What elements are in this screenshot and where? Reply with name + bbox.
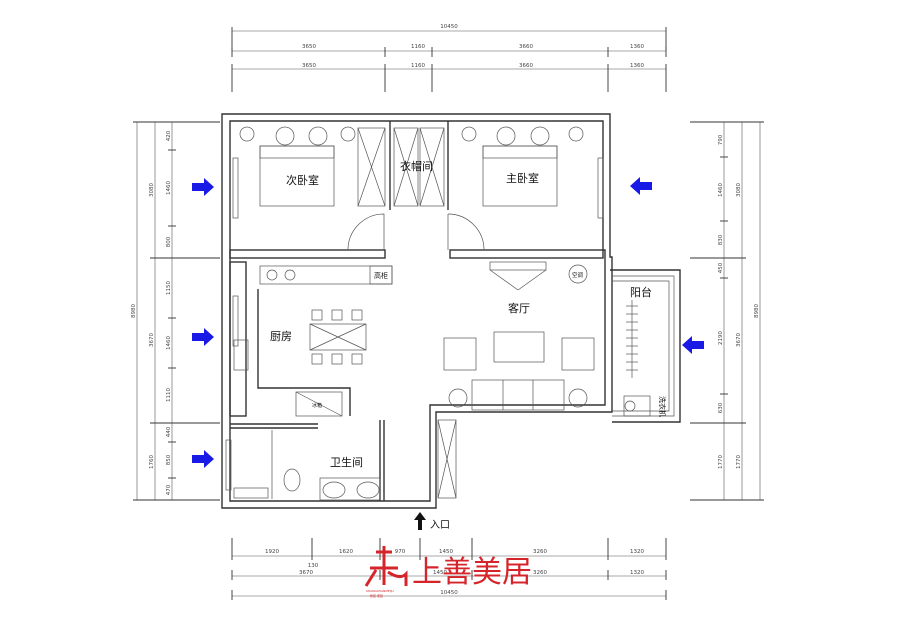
dim-bottom-r1-a: 1920 <box>265 549 279 555</box>
dim-bottom-r2-a: 3670 <box>299 570 313 576</box>
dim-right-r1-d: 450 <box>718 262 724 273</box>
dim-left-r1-f: 1110 <box>166 388 172 402</box>
dim-left-r1-i: 470 <box>166 484 172 495</box>
dim-left-r2-b: 3670 <box>149 333 155 347</box>
dim-left-r1-h: 850 <box>166 454 172 465</box>
label-fridge: 冰箱 <box>312 402 322 409</box>
dim-bottom-r1-d: 1450 <box>439 549 453 555</box>
basin <box>322 481 346 499</box>
dim-right-r1-c: 830 <box>718 234 724 245</box>
armchair <box>443 337 477 371</box>
dim-top-r1-c: 3660 <box>519 44 533 50</box>
dim-right-r1-a: 790 <box>718 134 724 145</box>
dim-right-r1-b: 1460 <box>718 183 724 197</box>
interior-walls <box>229 121 604 501</box>
stove-icon <box>266 269 278 281</box>
lamp-icon <box>461 126 477 142</box>
stove-icon <box>284 269 296 281</box>
brand-romanized: SHANGSHANMEIJU <box>366 589 394 593</box>
tea-table <box>493 331 545 363</box>
dim-top-r1-b: 1160 <box>411 44 425 50</box>
label-wardrobe: 衣帽间 <box>400 159 433 173</box>
dim-left-r1-d: 1150 <box>166 281 172 295</box>
room-labels: 次卧室 衣帽间 主卧室 高柜 厨房 客厅 阳台 空调 洗衣机 冰箱 卫生间 入口 <box>270 159 667 531</box>
dim-bottom-r2-d: 1320 <box>630 570 644 576</box>
dim-left-r2-c: 1760 <box>149 455 155 469</box>
brand-name: 上善美居 <box>412 555 532 590</box>
dim-bottom-r1-c: 970 <box>395 549 406 555</box>
lamp-icon <box>340 126 356 142</box>
dim-left-r1-e: 1460 <box>166 336 172 350</box>
dim-left-r1-g: 440 <box>166 426 172 437</box>
doors <box>347 213 485 251</box>
sofa <box>471 379 565 411</box>
label-second-bedroom: 次卧室 <box>286 173 319 187</box>
label-living-room: 客厅 <box>508 301 530 315</box>
dim-left-r2-a: 3080 <box>149 183 155 197</box>
label-balcony: 阳台 <box>630 285 652 299</box>
right-dimensions: 790 1460 830 450 2190 630 1770 3080 3670… <box>690 121 764 501</box>
dim-bottom-r1-f: 1320 <box>630 549 644 555</box>
arrow-left-icon <box>682 336 704 354</box>
dim-top-r2-a: 3650 <box>302 63 316 69</box>
left-dimensions: 8980 3080 3670 1760 420 1460 800 1150 14… <box>131 121 220 501</box>
dim-left-r1-c: 800 <box>166 236 172 247</box>
dim-left-r1-a: 420 <box>166 130 172 141</box>
dim-left-total: 8980 <box>131 304 137 318</box>
dining-table <box>309 323 367 351</box>
arrow-left-icon <box>630 177 652 195</box>
dim-top-r2-b: 1160 <box>411 63 425 69</box>
dim-right-total: 8980 <box>754 304 760 318</box>
lamp-icon <box>239 126 255 142</box>
dim-top-r2-c: 3660 <box>519 63 533 69</box>
bottom-dimensions: 1920 1620 970 1450 3260 1320 130 3670 14… <box>231 538 667 600</box>
blue-arrows <box>192 177 704 468</box>
dim-right-r1-g: 1770 <box>718 455 724 469</box>
brand-tagline: 整装·家装 <box>370 593 383 598</box>
dim-right-r1-e: 2190 <box>718 331 724 345</box>
label-shoe-cabinet: 高柜 <box>374 271 388 280</box>
dim-bottom-total: 10450 <box>440 590 458 596</box>
dim-bottom-r1-b: 1620 <box>339 549 353 555</box>
label-air-conditioner: 空调 <box>572 271 584 279</box>
kitchen-sink <box>233 339 249 371</box>
dim-top-total: 10450 <box>440 24 458 30</box>
dim-left-r1-b: 1460 <box>166 181 172 195</box>
label-washing-machine: 洗衣机 <box>658 396 667 417</box>
dim-right-r2-b: 3670 <box>736 333 742 347</box>
dim-bottom-r2-b: 1450 <box>433 570 447 576</box>
dim-right-r2-c: 1770 <box>736 455 742 469</box>
dim-top-r1-d: 1360 <box>630 44 644 50</box>
dim-bottom-r1b: 130 <box>308 563 319 569</box>
brand-logo: 上善美居 SHANGSHANMEIJU 整装·家装 <box>364 546 532 598</box>
dim-right-r2-a: 3080 <box>736 183 742 197</box>
label-master-bedroom: 主卧室 <box>506 171 539 185</box>
logo-mark-icon <box>364 546 408 587</box>
arrow-right-icon <box>192 328 214 346</box>
armchair <box>561 337 595 371</box>
arrow-right-icon <box>192 450 214 468</box>
furniture <box>225 126 651 501</box>
arrow-right-icon <box>192 178 214 196</box>
dim-right-r1-f: 630 <box>718 402 724 413</box>
label-bathroom: 卫生间 <box>330 455 363 469</box>
dim-top-r1-a: 3650 <box>302 44 316 50</box>
top-dimensions: 10450 3650 1160 3660 1360 3650 1160 3660… <box>231 24 667 92</box>
label-entrance: 入口 <box>430 520 450 531</box>
label-kitchen: 厨房 <box>270 330 292 343</box>
dim-top-r2-d: 1360 <box>630 63 644 69</box>
lamp-icon <box>568 126 584 142</box>
tv-cabinet <box>489 261 547 271</box>
air-conditioner <box>568 264 588 284</box>
dim-bottom-r1-e: 3260 <box>533 549 547 555</box>
basin <box>356 481 380 499</box>
washing-machine <box>623 395 651 417</box>
dim-bottom-r2-c: 3260 <box>533 570 547 576</box>
toilet <box>283 468 301 492</box>
entrance-arrow-icon <box>414 512 426 530</box>
